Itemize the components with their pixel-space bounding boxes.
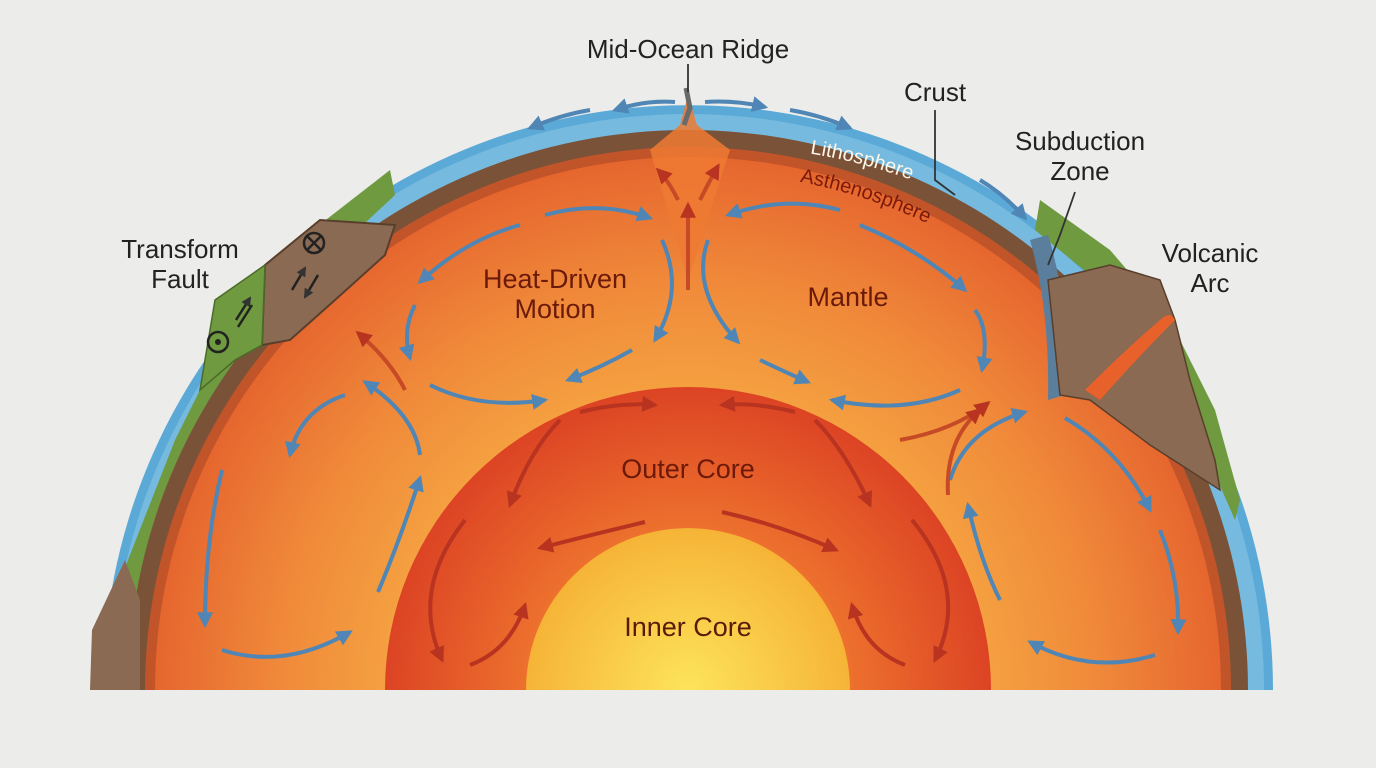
label-transform-fault-line2: Fault (151, 264, 210, 294)
label-heat-driven-line1: Heat-Driven (483, 264, 627, 294)
outer-core-arrows (428, 395, 951, 667)
label-heat-driven-line2: Motion (514, 294, 595, 324)
surface-plate-arrows (527, 96, 1028, 221)
upwelling-arrows (355, 163, 991, 496)
fault-half-arrow-down (303, 274, 320, 299)
left-edge-rock (90, 560, 140, 690)
label-transform-fault-line1: Transform (121, 234, 239, 264)
into-page-icon (302, 231, 326, 255)
transform-fault-symbols (206, 231, 326, 354)
label-volcanic-arc-line2: Arc (1191, 268, 1230, 298)
leader-lines (687, 64, 1076, 266)
fault-motion-arrow-up (234, 296, 252, 321)
right-continent-land (1035, 200, 1240, 520)
ridge-crack (681, 87, 693, 126)
label-subduction-zone-line1: Subduction (1015, 126, 1145, 156)
fault-half-arrow-up (290, 266, 307, 291)
volcanic-arc-rock (1047, 264, 1222, 492)
label-outer-core: Outer Core (621, 454, 755, 484)
label-subduction-zone-line2: Zone (1050, 156, 1109, 186)
inner-core-layer (526, 528, 850, 690)
fault-motion-arrow-down (236, 304, 254, 328)
transform-fault-block (260, 218, 397, 347)
transform-fault-block-lower (198, 263, 266, 392)
label-volcanic-arc-line1: Volcanic (1162, 238, 1259, 268)
magma-conduit (1085, 315, 1175, 400)
label-crust: Crust (904, 77, 967, 107)
label-mantle: Mantle (807, 282, 888, 312)
label-mid-ocean-ridge: Mid-Ocean Ridge (587, 34, 789, 64)
label-inner-core: Inner Core (624, 612, 752, 642)
mid-ocean-ridge-rift (650, 95, 730, 280)
out-of-page-icon (206, 330, 230, 354)
mantle-convection-arrows (197, 201, 1187, 665)
